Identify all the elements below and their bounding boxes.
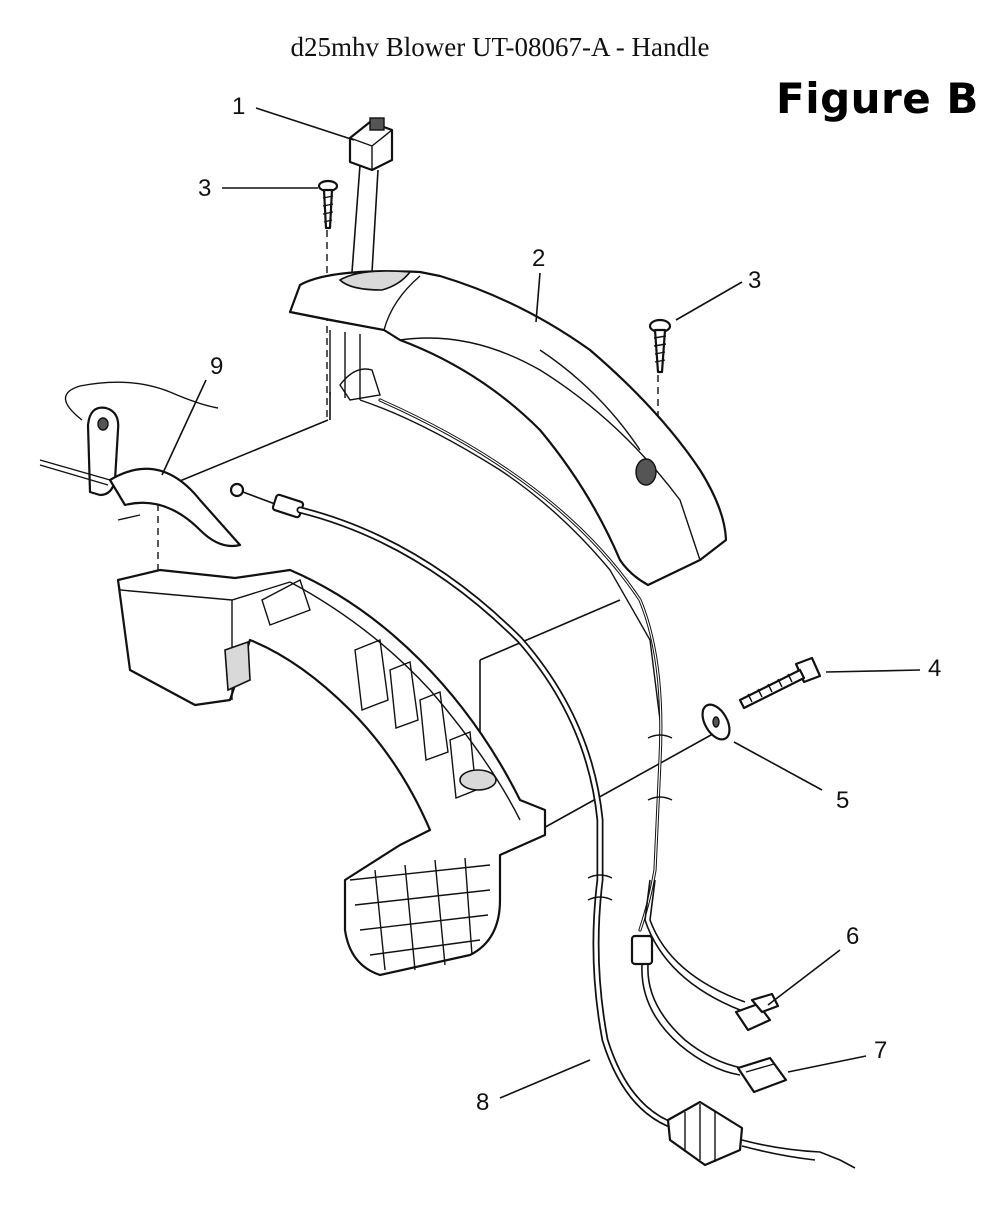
screw-part-right [648,318,672,374]
handle-cover-upper [288,270,728,721]
callout-leaders [161,107,921,1099]
figure-label: Figure B [776,74,979,123]
callout-2: 2 [532,245,545,272]
throttle-lever-part [39,381,242,548]
callout-4: 4 [928,655,941,682]
callout-9: 9 [210,353,223,380]
switch-part [348,117,394,273]
callout-3-right: 3 [748,267,761,294]
callout-3-left: 3 [198,175,211,202]
connector-part-7 [736,1056,788,1094]
bolt-part [738,656,822,710]
wire-harness [378,398,746,1076]
terminal-part-6 [734,992,780,1032]
handle-lower-body [116,568,547,977]
throttle-cable-part [229,482,856,1169]
screw-part-left [317,179,339,230]
callout-6: 6 [846,923,859,950]
callout-5: 5 [836,787,849,814]
page-title: d25mhv Blower UT-08067-A - Handle [290,32,710,62]
callout-1: 1 [232,93,245,120]
callout-7: 7 [874,1037,887,1064]
callout-8: 8 [476,1089,489,1116]
washer-part [701,703,731,741]
